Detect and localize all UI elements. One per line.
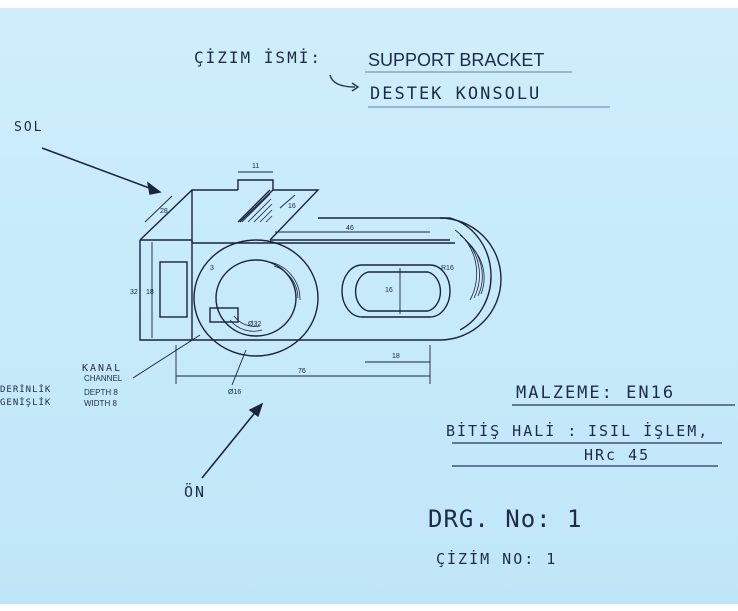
- dim-dia32: Ø32: [248, 321, 261, 328]
- genislik-label: GENİŞLİK: [0, 398, 52, 408]
- channel-width: WIDTH 8: [84, 399, 117, 408]
- dim-18a: 18: [146, 289, 154, 296]
- dim-16a: 16: [288, 203, 296, 210]
- drawing-name-tr: DESTEK KONSOLU: [370, 84, 542, 104]
- view-front-label: ÖN: [184, 483, 207, 501]
- dim-28: 28: [160, 208, 168, 215]
- sol-arrow: [41, 147, 161, 193]
- derinlik-label: DERİNLİK: [0, 385, 52, 395]
- dim-16b: 16: [385, 287, 393, 294]
- finish-value: ISIL İŞLEM,: [588, 422, 710, 440]
- material-note: MALZEME: EN16: [516, 383, 676, 403]
- dim-18b: 18: [392, 353, 400, 360]
- hardness-note: HRc 45: [584, 446, 651, 464]
- kanal-label: KANAL: [82, 363, 123, 374]
- dim-r16: R16: [441, 265, 454, 272]
- dim-32: 32: [130, 289, 138, 296]
- dim-11: 11: [252, 163, 259, 170]
- dim-dia16: Ø16: [228, 389, 241, 396]
- drawing-name-en: SUPPORT BRACKET: [368, 50, 545, 70]
- dim-46: 46: [346, 225, 354, 232]
- drawing-name-label: ÇİZIM İSMİ:: [194, 48, 322, 67]
- channel-label: CHANNEL: [84, 374, 123, 383]
- finish-label: BİTİŞ HALİ :: [446, 422, 579, 440]
- dim-76: 76: [298, 368, 306, 375]
- drawing-number: DRG. No: 1: [428, 505, 583, 533]
- on-arrow: [201, 403, 263, 479]
- view-left-label: SOL: [14, 120, 44, 135]
- dim-3: 3: [210, 265, 214, 272]
- cizim-number: ÇİZİM NO: 1: [436, 550, 558, 568]
- channel-depth: DEPTH 8: [84, 388, 118, 397]
